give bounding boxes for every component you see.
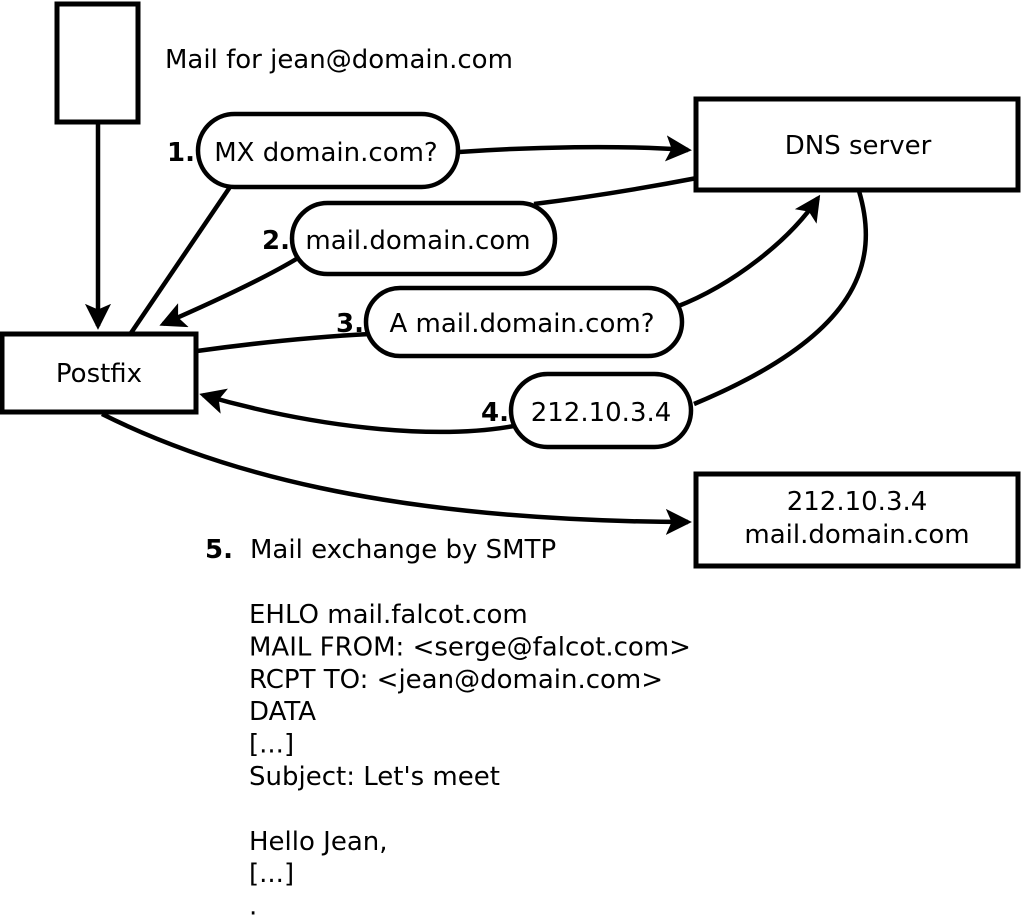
smtp-line: EHLO mail.falcot.com <box>249 600 528 630</box>
smtp-line: [...] <box>249 859 294 889</box>
mail-server-hostname: mail.domain.com <box>744 520 969 550</box>
postfix-label: Postfix <box>56 359 142 389</box>
arrow-step4-to-postfix <box>199 388 515 435</box>
step-1-pill <box>195 111 461 190</box>
smtp-line: RCPT TO: <jean@domain.com> <box>249 665 663 695</box>
step-4-number: 4. <box>481 398 509 428</box>
smtp-line: . <box>249 892 257 919</box>
step-5-label: Mail exchange by SMTP <box>250 535 556 565</box>
connector-dns-to-step2 <box>533 175 698 207</box>
dns-server-label: DNS server <box>785 131 932 161</box>
smtp-line: Subject: Let's meet <box>249 762 500 792</box>
mail-title: Mail for jean@domain.com <box>165 45 513 75</box>
postfix-box <box>0 331 199 415</box>
arrow-step3-to-dns <box>675 194 821 310</box>
step-1-label: MX domain.com? <box>214 138 437 168</box>
mail-server-ip: 212.10.3.4 <box>787 487 928 517</box>
step-2-number: 2. <box>262 226 290 256</box>
mail-server-box <box>693 471 1021 569</box>
step-1-number: 1. <box>167 138 195 168</box>
smtp-line: [...] <box>249 730 294 760</box>
smtp-line: MAIL FROM: <serge@falcot.com> <box>249 632 691 662</box>
smtp-line: Hello Jean, <box>249 827 388 857</box>
arrow-step2-to-postfix <box>159 256 300 328</box>
arrow-postfix-to-mailserver <box>100 411 692 535</box>
step-2-pill <box>289 200 558 277</box>
step-3-label: A mail.domain.com? <box>390 309 655 339</box>
connector-postfix-to-step1 <box>129 185 232 335</box>
mail-message-icon <box>54 1 141 125</box>
step-3-number: 3. <box>336 309 364 339</box>
dns-server-box <box>693 96 1021 193</box>
arrow-step1-to-dns <box>458 135 692 162</box>
step-2-label: mail.domain.com <box>305 226 530 256</box>
smtp-session: EHLO mail.falcot.com MAIL FROM: <serge@f… <box>249 600 691 919</box>
step-4-pill <box>508 371 694 450</box>
connector-dns-to-step4 <box>693 190 869 407</box>
step-4-label: 212.10.3.4 <box>531 398 672 428</box>
step-5-number: 5. <box>205 535 233 565</box>
smtp-line: DATA <box>249 697 316 727</box>
step-3-pill <box>363 285 685 359</box>
connector-postfix-to-step3 <box>196 331 371 354</box>
